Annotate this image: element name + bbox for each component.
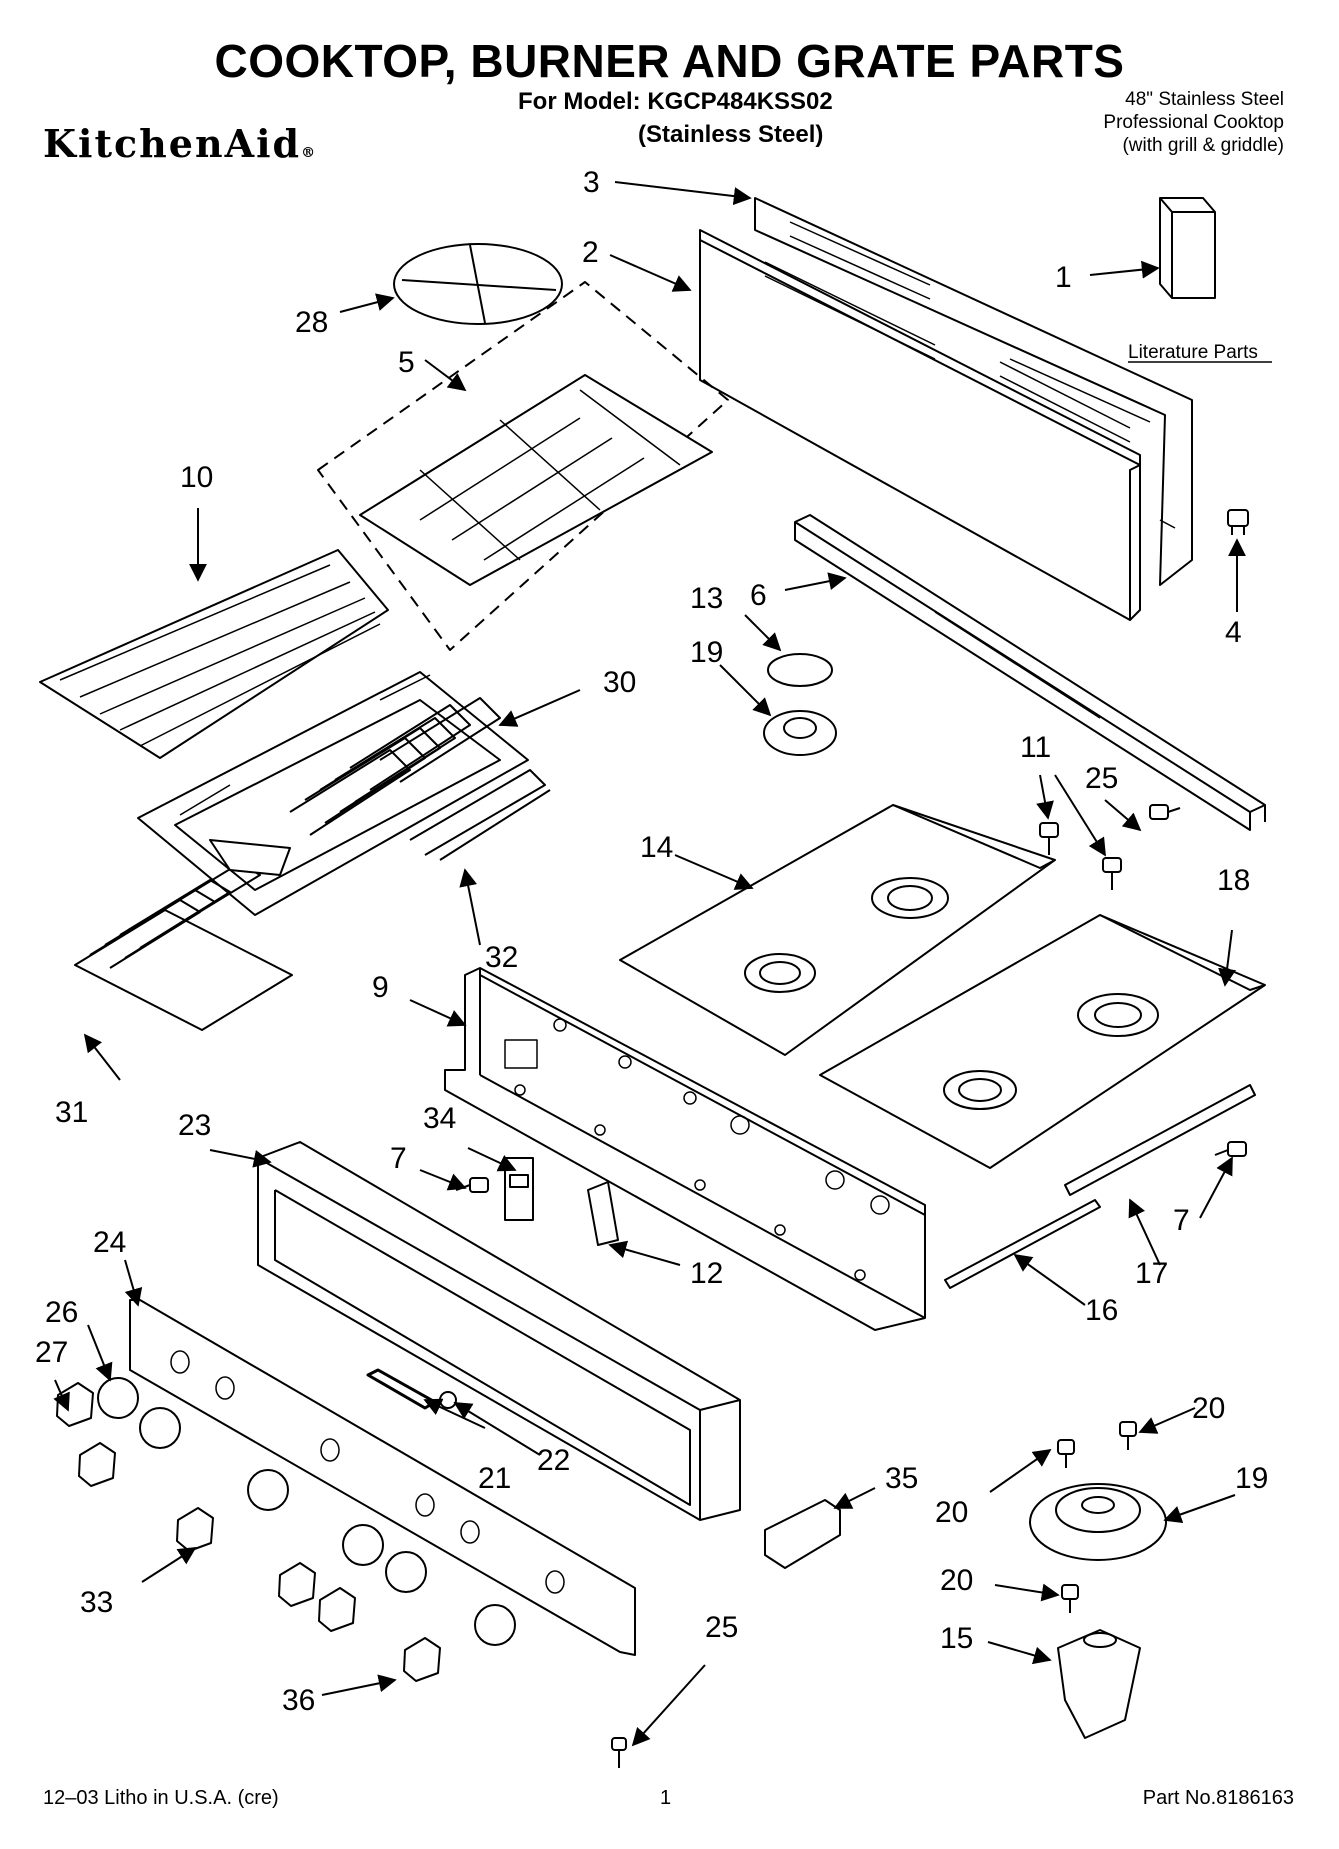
trim-strip: [1064, 1084, 1256, 1196]
burner-head-top: [763, 710, 837, 756]
callout-31: 31: [55, 1096, 88, 1129]
print-info: 12–03 Litho in U.S.A. (cre): [43, 1787, 279, 1809]
callout-15: 15: [940, 1622, 973, 1655]
model-number: For Model: KGCP484KSS02: [518, 88, 833, 115]
callout-14: 14: [640, 831, 673, 864]
part-number: Part No.8186163: [1142, 1787, 1294, 1809]
brand-logo: KitchenAid®: [43, 121, 315, 166]
callout-1: 1: [1055, 261, 1072, 294]
rear-vent-panel: [754, 197, 1193, 586]
callout-7b: 7: [1173, 1204, 1190, 1237]
callout-19a: 19: [690, 636, 723, 669]
screw-4: [1227, 509, 1249, 535]
heat-diffuser: [74, 839, 293, 1031]
callout-2: 2: [582, 236, 599, 269]
screw-25-lower: [611, 1737, 627, 1768]
page-title: COOKTOP, BURNER AND GRATE PARTS: [214, 35, 1125, 87]
callout-34: 34: [423, 1102, 456, 1135]
callout-7a: 7: [390, 1142, 407, 1175]
callout-26: 26: [45, 1296, 78, 1329]
literature-parts-booklet: [1159, 197, 1216, 299]
callout-28: 28: [295, 306, 328, 339]
callout-36: 36: [282, 1684, 315, 1717]
callout-33: 33: [80, 1586, 113, 1619]
callout-30: 30: [603, 666, 636, 699]
screw-25-upper: [1149, 804, 1181, 820]
callout-10: 10: [180, 461, 213, 494]
callout-20b: 20: [935, 1496, 968, 1529]
callout-13: 13: [690, 582, 723, 615]
callout-12: 12: [690, 1257, 723, 1290]
callout-32: 32: [485, 941, 518, 974]
literature-parts-label: Literature Parts: [1128, 342, 1258, 363]
page-number: 1: [660, 1787, 672, 1809]
callout-4: 4: [1225, 616, 1242, 649]
product-description-line-1: 48" Stainless Steel: [1125, 89, 1284, 110]
burner-head-bottom: [1029, 1483, 1167, 1561]
flavorizer-bars: [289, 697, 551, 861]
product-description-line-2: Professional Cooktop: [1103, 112, 1284, 133]
callout-23: 23: [178, 1109, 211, 1142]
registered-mark-icon: ®: [301, 145, 316, 161]
brand-name: KitchenAid: [43, 121, 302, 166]
grill-grate: [39, 549, 389, 759]
burner-base: [1057, 1629, 1141, 1739]
cooktop-tray-left: [619, 804, 1056, 1056]
screw-20: [1057, 1421, 1137, 1613]
callout-11: 11: [1020, 731, 1051, 764]
callout-20c: 20: [940, 1564, 973, 1597]
callout-20a: 20: [1192, 1392, 1225, 1425]
round-glass-cover: [393, 243, 563, 325]
callout-16: 16: [1085, 1294, 1118, 1327]
manifold-panel: [444, 967, 926, 1331]
knob-grommet: [439, 1391, 457, 1409]
callout-19b: 19: [1235, 1462, 1268, 1495]
backguard-panel: [699, 229, 1141, 621]
model-variant: (Stainless Steel): [638, 121, 824, 148]
callout-21: 21: [478, 1462, 511, 1495]
callout-5: 5: [398, 346, 415, 379]
callout-22: 22: [537, 1444, 570, 1477]
screw-11: [1039, 822, 1122, 890]
product-description-line-3: (with grill & griddle): [1122, 135, 1284, 156]
callout-24: 24: [93, 1226, 126, 1259]
callout-25a: 25: [1085, 762, 1118, 795]
callout-3: 3: [583, 166, 600, 199]
burner-rail: [794, 514, 1266, 831]
callout-35: 35: [885, 1462, 918, 1495]
control-panel-housing: [257, 1141, 741, 1521]
burner-cap: [767, 653, 833, 687]
nameplate: [366, 1368, 437, 1410]
cooktop-tray-right: [819, 914, 1266, 1169]
control-panel: [56, 1299, 636, 1682]
callout-9: 9: [372, 971, 389, 1004]
callout-18: 18: [1217, 864, 1250, 897]
valve-bracket: [587, 1181, 619, 1246]
spark-module: [764, 1499, 841, 1569]
callout-27: 27: [35, 1336, 68, 1369]
callout-17: 17: [1135, 1257, 1168, 1290]
callout-25b: 25: [705, 1611, 738, 1644]
callout-6: 6: [750, 579, 767, 612]
seal-strip: [944, 1199, 1101, 1289]
burner-grates: [317, 281, 729, 651]
